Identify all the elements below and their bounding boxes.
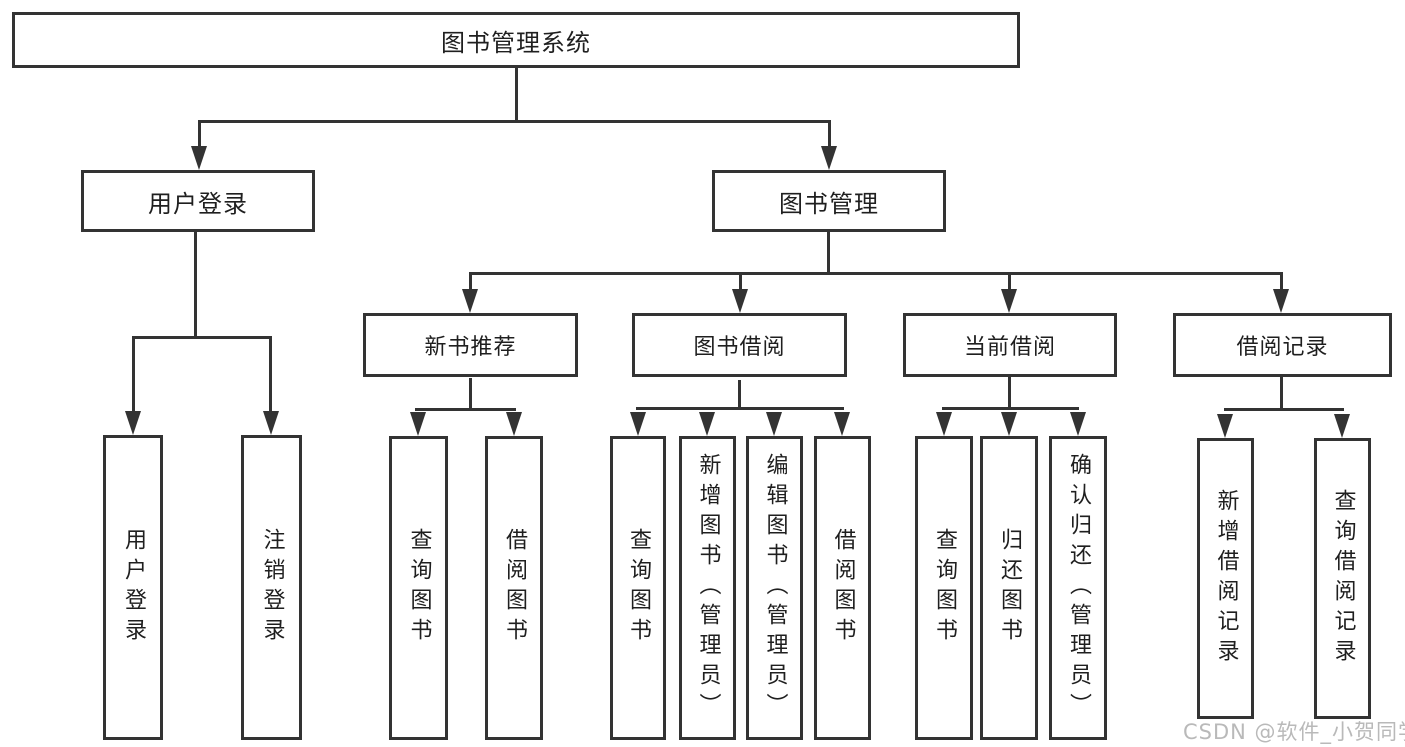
arrowhead-leaf-logout [263, 411, 279, 435]
node-user-login-label: 用户登录 [148, 189, 248, 218]
node-book-borrow: 图书借阅 [632, 313, 847, 377]
leaf-borrow-query-book: 查询图书 [610, 436, 666, 740]
connector-root-stem [515, 66, 518, 122]
node-current-borrow: 当前借阅 [903, 313, 1117, 377]
node-root: 图书管理系统 [12, 12, 1020, 68]
node-current-borrow-label: 当前借阅 [963, 335, 1056, 360]
arrowhead-recommend-query [410, 412, 426, 436]
arrowhead-borrow-add [699, 412, 715, 436]
arrowhead-current-confirm [1070, 412, 1086, 436]
node-borrow-records-label: 借阅记录 [1236, 335, 1329, 360]
connector-user-login-rail [132, 336, 272, 339]
connector-records-rail [1224, 408, 1344, 411]
leaf-add-borrow-record: 新增借阅记录 [1197, 438, 1254, 719]
arrowhead-current-return [1001, 412, 1017, 436]
arrowhead-records-add [1217, 414, 1233, 438]
leaf-user-login-label: 用户登录 [121, 527, 146, 648]
connector-borrow-rail [636, 407, 844, 410]
leaf-return-book: 归还图书 [980, 436, 1038, 740]
connector-drop-leaf-user-login [132, 336, 135, 412]
node-borrow-records: 借阅记录 [1173, 313, 1392, 377]
leaf-borrow-book-label: 借阅图书 [830, 528, 856, 648]
arrowhead-borrow-records [1273, 289, 1289, 313]
leaf-borrow-book: 借阅图书 [814, 436, 871, 740]
connector-drop-borrow-records [1280, 272, 1283, 290]
leaf-confirm-return-admin-label: 确认归还（管理员） [1066, 453, 1091, 723]
leaf-current-query-book-label: 查询图书 [932, 528, 957, 648]
leaf-edit-book-admin: 编辑图书（管理员） [746, 436, 803, 740]
connector-recommend-rail [415, 408, 516, 411]
node-book-management: 图书管理 [712, 170, 946, 232]
connector-drop-leaf-logout [269, 336, 272, 412]
arrowhead-book-management [821, 146, 837, 170]
leaf-confirm-return-admin: 确认归还（管理员） [1049, 436, 1107, 740]
node-new-book-recommend: 新书推荐 [363, 313, 578, 377]
leaf-user-login: 用户登录 [103, 435, 163, 740]
connector-book-management-rail [469, 272, 1283, 275]
leaf-query-borrow-record-label: 查询借阅记录 [1330, 488, 1356, 669]
arrowhead-book-borrow [732, 289, 748, 313]
arrowhead-leaf-user-login [125, 411, 141, 435]
node-user-login: 用户登录 [81, 170, 315, 232]
arrowhead-current-borrow [1001, 289, 1017, 313]
connector-drop-current-borrow [1008, 272, 1011, 290]
connector-records-stem [1280, 377, 1283, 410]
leaf-add-book-admin: 新增图书（管理员） [679, 436, 736, 740]
connector-current-stem [1008, 377, 1011, 409]
arrowhead-records-query [1334, 414, 1350, 438]
arrowhead-borrow-borrow [834, 412, 850, 436]
leaf-query-borrow-record: 查询借阅记录 [1314, 438, 1371, 719]
node-root-label: 图书管理系统 [441, 28, 591, 57]
connector-user-login-stem [194, 232, 197, 338]
connector-recommend-stem [469, 378, 472, 410]
leaf-add-book-admin-label: 新增图书（管理员） [695, 453, 721, 723]
connector-current-rail [942, 407, 1079, 410]
connector-drop-book-borrow [739, 272, 742, 290]
leaf-return-book-label: 归还图书 [997, 528, 1022, 648]
arrowhead-borrow-edit [766, 412, 782, 436]
leaf-recommend-query-book-label: 查询图书 [406, 528, 432, 648]
leaf-recommend-borrow-book-label: 借阅图书 [502, 528, 527, 648]
leaf-logout: 注销登录 [241, 435, 302, 740]
leaf-recommend-query-book: 查询图书 [389, 436, 448, 740]
connector-drop-book-management [828, 120, 831, 147]
arrowhead-new-book-recommend [462, 289, 478, 313]
leaf-recommend-borrow-book: 借阅图书 [485, 436, 543, 740]
leaf-logout-label: 注销登录 [259, 527, 285, 648]
csdn-watermark: CSDN @软件_小贺同学 [1183, 720, 1405, 744]
connector-drop-new-book-recommend [469, 272, 472, 290]
arrowhead-borrow-query [630, 412, 646, 436]
leaf-edit-book-admin-label: 编辑图书（管理员） [762, 453, 788, 723]
connector-root-rail [198, 120, 831, 123]
connector-book-management-stem [827, 232, 830, 275]
connector-borrow-stem [738, 380, 741, 410]
connector-drop-user-login [198, 120, 201, 147]
node-book-borrow-label: 图书借阅 [693, 335, 786, 360]
node-book-management-label: 图书管理 [779, 189, 879, 218]
arrowhead-current-query [936, 412, 952, 436]
arrowhead-user-login [191, 146, 207, 170]
leaf-add-borrow-record-label: 新增借阅记录 [1213, 488, 1239, 669]
node-new-book-recommend-label: 新书推荐 [424, 335, 517, 360]
arrowhead-recommend-borrow [506, 412, 522, 436]
leaf-current-query-book: 查询图书 [915, 436, 973, 740]
leaf-borrow-query-book-label: 查询图书 [626, 528, 651, 648]
